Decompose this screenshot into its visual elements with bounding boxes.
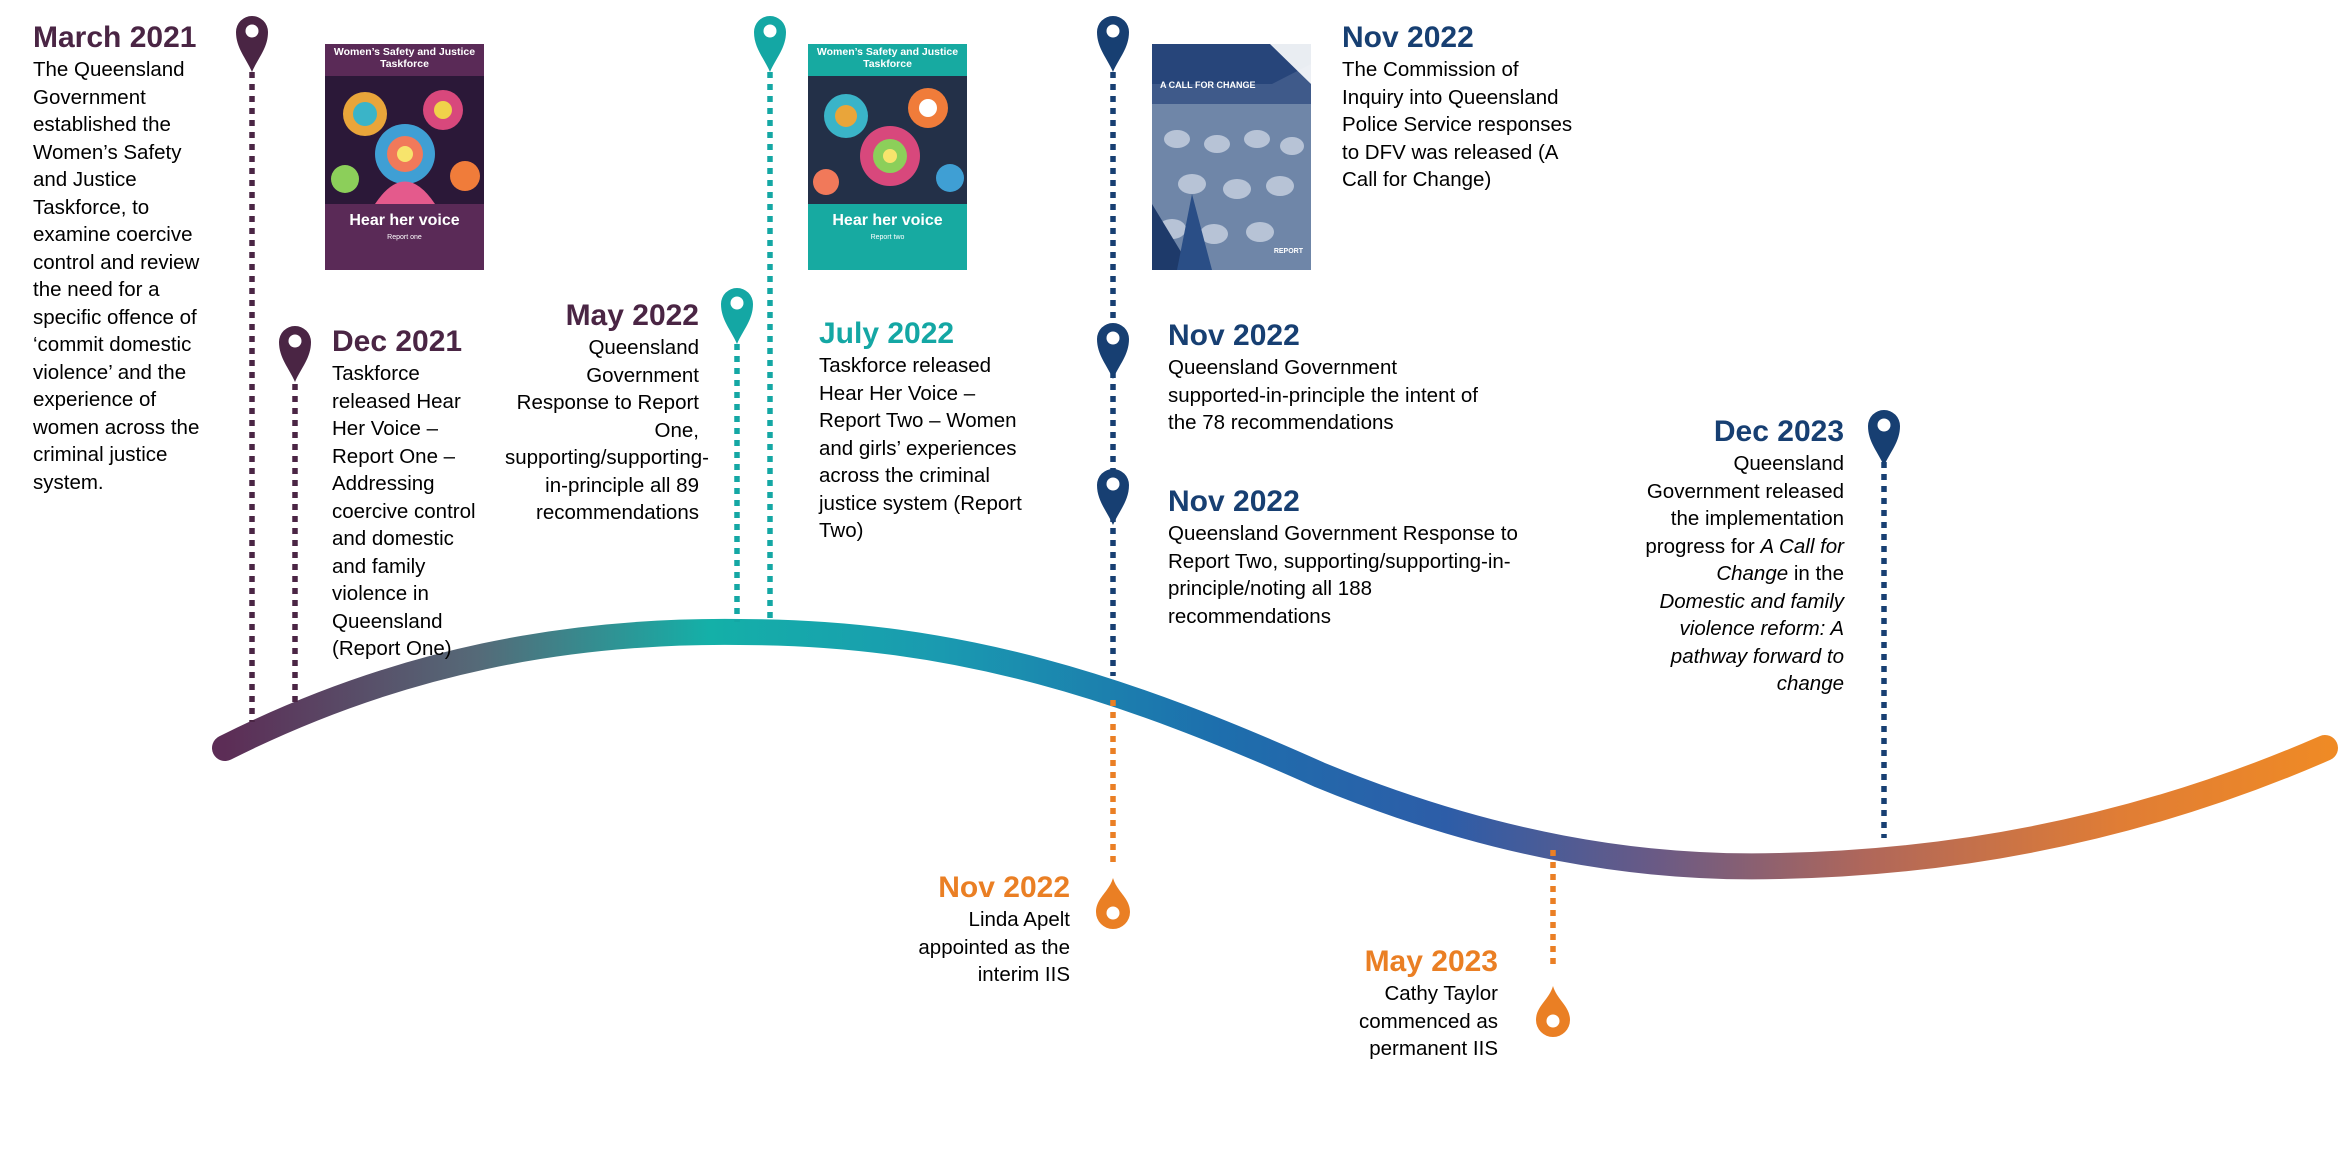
event-description: Linda Apelt appointed as the interim IIS (918, 908, 1070, 986)
event-description: Queensland Government Response to Report… (505, 336, 709, 524)
report-two-cover-title: Hear her voice (832, 212, 943, 229)
event-date: July 2022 (819, 317, 955, 350)
event-description-italic: Domestic and family violence reform: A p… (1659, 589, 1844, 696)
event-dec-2021: Dec 2021 Taskforce released Hear Her Voi… (332, 324, 492, 663)
report-one-cover-header: Women’s Safety and Justice Taskforce (333, 46, 476, 70)
map-pin-icon-jul2022 (754, 16, 786, 72)
event-dec-2023: Dec 2023 Queensland Government released … (1645, 414, 1844, 698)
event-nov-2022-supported: Nov 2022 Queensland Government supported… (1168, 318, 1486, 437)
drop-pin-icon-may2023 (1536, 986, 1570, 1037)
event-march-2021: March 2021 The Queensland Government est… (33, 20, 213, 496)
report-one-cover-title: Hear her voice (349, 212, 460, 229)
map-pin-icon-nov2022-b (1097, 323, 1129, 379)
map-pin-icon-nov2022-c (1097, 469, 1129, 525)
report-two-cover-header: Women’s Safety and Justice Taskforce (816, 46, 959, 70)
call-for-change-cover-footer: REPORT (1273, 248, 1303, 255)
event-date: Nov 2022 (1168, 319, 1300, 352)
event-description: Cathy Taylor commenced as permanent IIS (1358, 982, 1498, 1060)
event-date: Nov 2022 (1342, 21, 1474, 54)
event-description: The Queensland Government established th… (33, 58, 200, 494)
call-for-change-cover-image: A CALL FOR CHANGE REPORT (1152, 44, 1311, 270)
event-description-text: in the (1788, 562, 1844, 585)
report-one-cover-subtitle: Report one (387, 234, 422, 241)
map-pin-icon-may2022 (721, 288, 753, 344)
event-date: May 2022 (565, 299, 699, 332)
event-nov-2022-interim-iis: Nov 2022 Linda Apelt appointed as the in… (918, 870, 1070, 989)
event-date: May 2023 (1364, 945, 1498, 978)
report-two-cover-subtitle: Report two (870, 234, 905, 241)
map-pin-icon-dec2021 (279, 326, 311, 382)
event-july-2022: July 2022 Taskforce released Hear Her Vo… (819, 316, 1033, 545)
event-description: Taskforce released Hear Her Voice – Repo… (332, 362, 476, 660)
event-date: Dec 2021 (332, 325, 463, 358)
map-pin-icon-nov2022-a (1097, 16, 1129, 72)
drop-pin-icon-nov2022 (1096, 878, 1130, 929)
event-date: Nov 2022 (1168, 485, 1300, 518)
map-pin-icon-dec2023 (1868, 410, 1900, 466)
map-pin-icon-mar2021 (236, 16, 268, 72)
event-date: Dec 2023 (1713, 415, 1844, 448)
event-date: March 2021 (33, 21, 197, 54)
event-description-text: Queensland Government released the imple… (1645, 452, 1844, 558)
event-date: Nov 2022 (938, 871, 1070, 904)
event-nov-2022-commission: Nov 2022 The Commission of Inquiry into … (1342, 20, 1577, 194)
event-description-italic: A Call for Change (1716, 534, 1844, 586)
event-may-2022: May 2022 Queensland Government Response … (505, 298, 709, 527)
report-one-cover-image: Women’s Safety and Justice Taskforce Hea… (325, 44, 484, 270)
timeline-wave (212, 618, 2338, 880)
event-may-2023: May 2023 Cathy Taylor commenced as perma… (1330, 944, 1498, 1063)
event-description: Queensland Government supported-in-princ… (1168, 356, 1478, 434)
event-description: Queensland Government released the imple… (1645, 450, 1844, 698)
event-description: Taskforce released Hear Her Voice – Repo… (819, 354, 1022, 542)
report-two-cover-image: Women’s Safety and Justice Taskforce Hea… (808, 44, 967, 270)
call-for-change-cover-title: A CALL FOR CHANGE (1160, 80, 1256, 90)
event-description: Queensland Government Response to Report… (1168, 522, 1518, 628)
event-description: The Commission of Inquiry into Queenslan… (1342, 58, 1573, 191)
event-nov-2022-report-two-response: Nov 2022 Queensland Government Response … (1168, 484, 1538, 630)
